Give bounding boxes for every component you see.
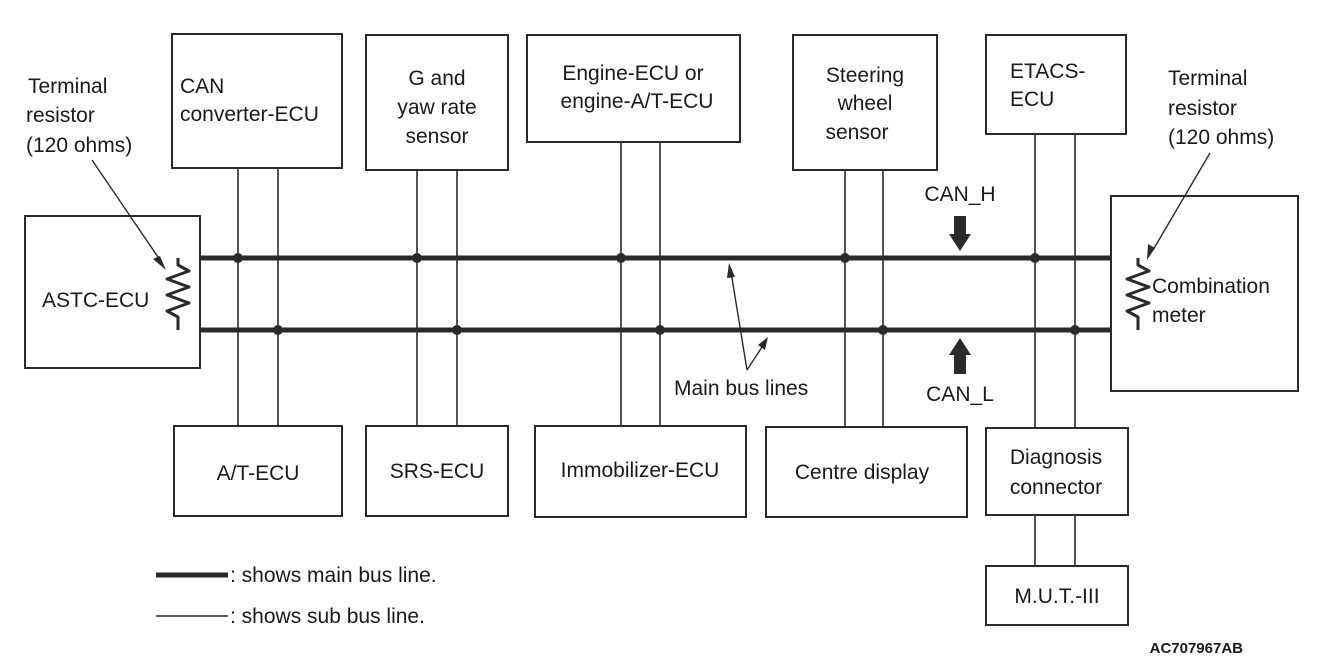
unit-box: [365, 425, 509, 517]
unit-g-yaw-rate-sensor: G and yaw rate sensor: [365, 34, 509, 171]
unit-label: CAN: [180, 75, 224, 98]
annotation-text: resistor: [1168, 97, 1237, 120]
unit-label: Immobilizer-ECU: [561, 459, 720, 482]
unit-box: [1110, 195, 1299, 392]
leader-line: [1152, 152, 1211, 251]
unit-label: Diagnosis: [1010, 446, 1102, 469]
unit-label: Centre display: [795, 461, 930, 484]
junction-dot: [616, 253, 626, 263]
main-bus-lines-label: Main bus lines: [674, 377, 808, 400]
junction-dot: [273, 325, 283, 335]
unit-label: wheel: [837, 92, 893, 115]
terminal-resistor-left-icon: [165, 258, 191, 330]
junction-dot: [878, 325, 888, 335]
unit-box: [534, 425, 747, 518]
can-l-label: CAN_L: [926, 383, 994, 406]
main-bus-lines: [175, 255, 1141, 333]
unit-etacs-ecu: ETACS- ECU: [985, 34, 1127, 135]
unit-engine-ecu: Engine-ECU or engine-A/T-ECU: [526, 34, 741, 143]
unit-box: [173, 425, 343, 517]
arrowhead-icon: [1147, 244, 1155, 260]
junction-dot: [1030, 253, 1040, 263]
unit-box: [24, 215, 201, 369]
annotation-text: (120 ohms): [1168, 126, 1274, 149]
can-h-indicator: CAN_H: [924, 183, 996, 251]
unit-label: Engine-ECU or: [562, 62, 703, 85]
unit-at-ecu: A/T-ECU: [173, 425, 343, 517]
unit-label: connector: [1010, 476, 1102, 499]
figure-code: AC707967AB: [1150, 640, 1244, 657]
unit-label: M.U.T.-III: [1014, 585, 1099, 608]
unit-label: yaw rate: [397, 96, 476, 119]
unit-box: [365, 34, 509, 171]
junction-dot: [655, 325, 665, 335]
annotation-text: resistor: [26, 104, 95, 127]
junction-dot: [1070, 325, 1080, 335]
unit-label: Combination: [1152, 275, 1270, 298]
junction-dot: [233, 253, 243, 263]
arrowhead-icon: [758, 337, 768, 350]
unit-can-converter-ecu: CAN converter-ECU: [171, 33, 343, 169]
unit-box: [985, 34, 1127, 135]
unit-steering-wheel-sensor: Steering wheel sensor: [792, 34, 938, 171]
main-bus-lines-callout: Main bus lines: [674, 263, 808, 400]
leader-line: [746, 343, 765, 371]
unit-centre-display: Centre display: [765, 426, 968, 518]
legend-main-text: : shows main bus line.: [230, 564, 437, 587]
arrowhead-icon: [153, 256, 166, 270]
unit-box: [985, 427, 1129, 516]
unit-label: sensor: [825, 121, 888, 144]
junction-dot: [452, 325, 462, 335]
leader-line: [730, 271, 748, 371]
unit-label: engine-A/T-ECU: [561, 90, 714, 113]
unit-label: G and: [408, 67, 465, 90]
unit-box: [171, 33, 343, 169]
junction-dots: [233, 253, 1080, 335]
arrowhead-icon: [727, 263, 735, 278]
unit-mut-iii: M.U.T.-III: [985, 565, 1129, 626]
unit-combination-meter: Combination meter: [1110, 195, 1299, 392]
annotation-text: Terminal: [28, 75, 107, 98]
unit-box: [526, 34, 741, 143]
junction-dot: [412, 253, 422, 263]
down-arrow-icon: [949, 216, 971, 251]
legend-sub-text: : shows sub bus line.: [230, 605, 425, 628]
unit-label: ASTC-ECU: [42, 289, 149, 312]
unit-astc-ecu: ASTC-ECU: [24, 215, 201, 369]
unit-srs-ecu: SRS-ECU: [365, 425, 509, 517]
legend: : shows main bus line. : shows sub bus l…: [156, 564, 437, 628]
can-h-label: CAN_H: [924, 183, 995, 206]
unit-label: A/T-ECU: [217, 462, 300, 485]
unit-label: sensor: [405, 125, 468, 148]
unit-box: [765, 426, 968, 518]
unit-box: [792, 34, 938, 171]
unit-immobilizer-ecu: Immobilizer-ECU: [534, 425, 747, 518]
terminal-resistor-right-icon: [1125, 258, 1151, 330]
unit-label: ETACS-: [1010, 60, 1085, 83]
unit-label: converter-ECU: [180, 103, 319, 126]
up-arrow-icon: [949, 338, 971, 374]
unit-label: ECU: [1010, 88, 1054, 111]
unit-label: SRS-ECU: [390, 460, 485, 483]
terminal-resistor-right-note: Terminal resistor (120 ohms): [1147, 67, 1274, 260]
unit-label: meter: [1152, 304, 1206, 327]
can-l-indicator: CAN_L: [926, 338, 994, 406]
unit-diagnosis-connector: Diagnosis connector: [985, 427, 1129, 516]
terminal-resistor-left-note: Terminal resistor (120 ohms): [26, 75, 166, 270]
junction-dot: [840, 253, 850, 263]
unit-label: Steering: [826, 64, 904, 87]
annotation-text: (120 ohms): [26, 134, 132, 157]
leader-line: [91, 159, 161, 261]
unit-box: [985, 565, 1129, 626]
annotation-text: Terminal: [1168, 67, 1247, 90]
